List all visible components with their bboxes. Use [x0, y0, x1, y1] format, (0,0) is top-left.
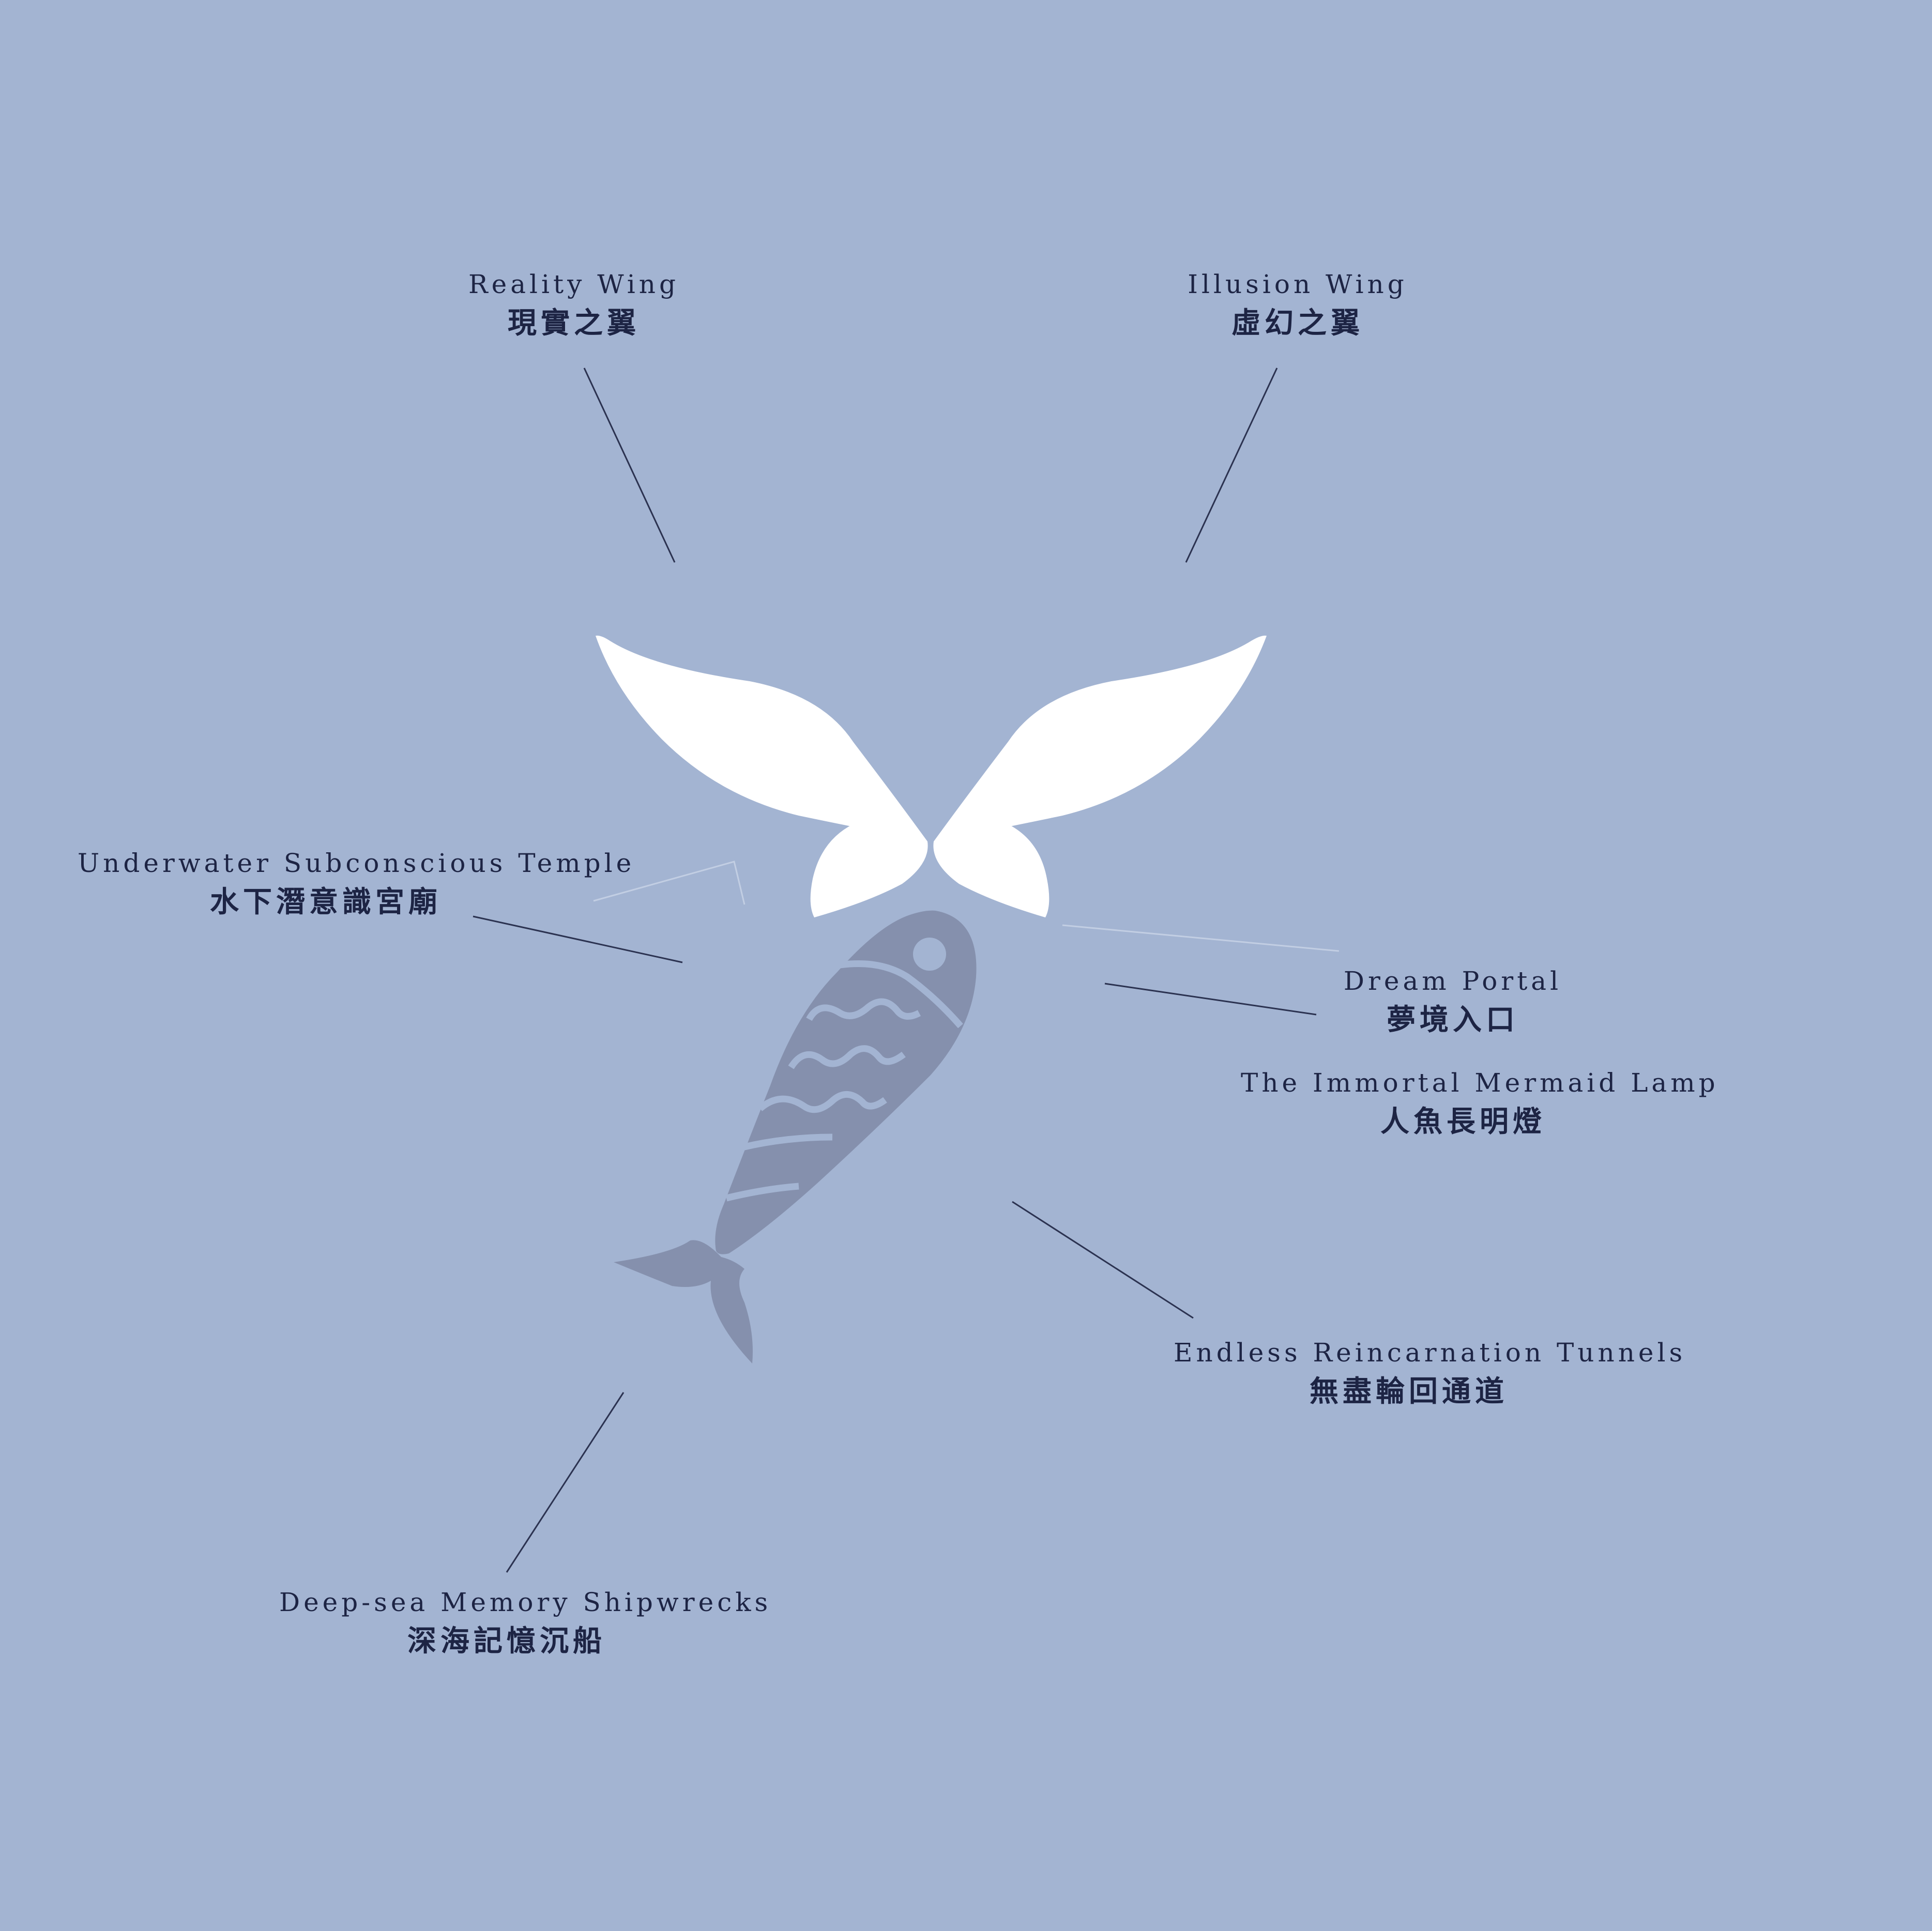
leader-line-illusion-wing — [1185, 367, 1278, 563]
label-shipwrecks-zh: 深海記憶沉船 — [407, 1624, 606, 1658]
fish-scale-row-3 — [757, 1091, 887, 1113]
faint-line-right — [1062, 924, 1340, 952]
label-reality-wing: Reality Wing 現實之翼 — [450, 266, 698, 344]
label-tunnels-zh: 無盡輪回通道 — [1310, 1374, 1508, 1408]
fish-body — [715, 910, 977, 1254]
illusion-wing-lower — [933, 821, 1049, 917]
fish-scale-row-1 — [806, 998, 921, 1021]
fish-scale-row-5 — [725, 1183, 799, 1202]
fish-scales — [725, 960, 963, 1202]
label-reality-wing-en: Reality Wing — [468, 269, 679, 299]
leader-lines — [473, 367, 1317, 1573]
fish-tail — [614, 1240, 753, 1363]
label-dream-portal: Dream Portal 夢境入口 — [1324, 963, 1582, 1040]
leader-line-shipwrecks — [506, 1392, 625, 1573]
label-illusion-wing: Illusion Wing 虛幻之翼 — [1174, 266, 1422, 344]
label-tunnels-en: Endless Reincarnation Tunnels — [1174, 1338, 1686, 1368]
label-shipwrecks-en: Deep-sea Memory Shipwrecks — [279, 1587, 772, 1617]
faint-guide-lines — [593, 861, 1340, 952]
illusion-wing-upper — [934, 635, 1267, 841]
fish-icon — [614, 910, 977, 1363]
fish-eye — [913, 938, 946, 971]
leader-line-dream-portal — [1104, 983, 1317, 1016]
label-shipwrecks: Deep-sea Memory Shipwrecks 深海記憶沉船 — [279, 1584, 772, 1662]
label-reality-wing-zh: 現實之翼 — [508, 306, 640, 340]
label-tunnels: Endless Reincarnation Tunnels 無盡輪回通道 — [1174, 1335, 1686, 1412]
label-mermaid-lamp-zh: 人魚長明燈 — [1380, 1105, 1546, 1139]
label-temple: Underwater Subconscious Temple 水下潛意識宮廟 — [78, 845, 635, 923]
label-temple-zh: 水下潛意識宮廟 — [210, 885, 442, 919]
label-illusion-wing-zh: 虛幻之翼 — [1231, 306, 1364, 340]
label-illusion-wing-en: Illusion Wing — [1188, 269, 1408, 299]
fish-scale-row-2 — [788, 1045, 906, 1069]
fish-scale-row-4 — [741, 1133, 833, 1151]
label-mermaid-lamp-en: The Immortal Mermaid Lamp — [1241, 1068, 1719, 1098]
fish-gill-line — [835, 960, 963, 1029]
leader-line-temple — [473, 915, 683, 963]
label-dream-portal-en: Dream Portal — [1343, 966, 1562, 996]
label-temple-en: Underwater Subconscious Temple — [78, 848, 635, 878]
leader-line-reality-wing — [583, 367, 676, 563]
reality-wing-lower — [810, 821, 928, 917]
label-dream-portal-zh: 夢境入口 — [1387, 1003, 1519, 1037]
leader-line-tunnels — [1012, 1201, 1194, 1319]
label-mermaid-lamp: The Immortal Mermaid Lamp 人魚長明燈 — [1241, 1065, 1719, 1142]
reality-wing-upper — [596, 635, 927, 841]
faint-line-left — [593, 861, 746, 905]
butterfly-wings-icon — [596, 635, 1267, 917]
